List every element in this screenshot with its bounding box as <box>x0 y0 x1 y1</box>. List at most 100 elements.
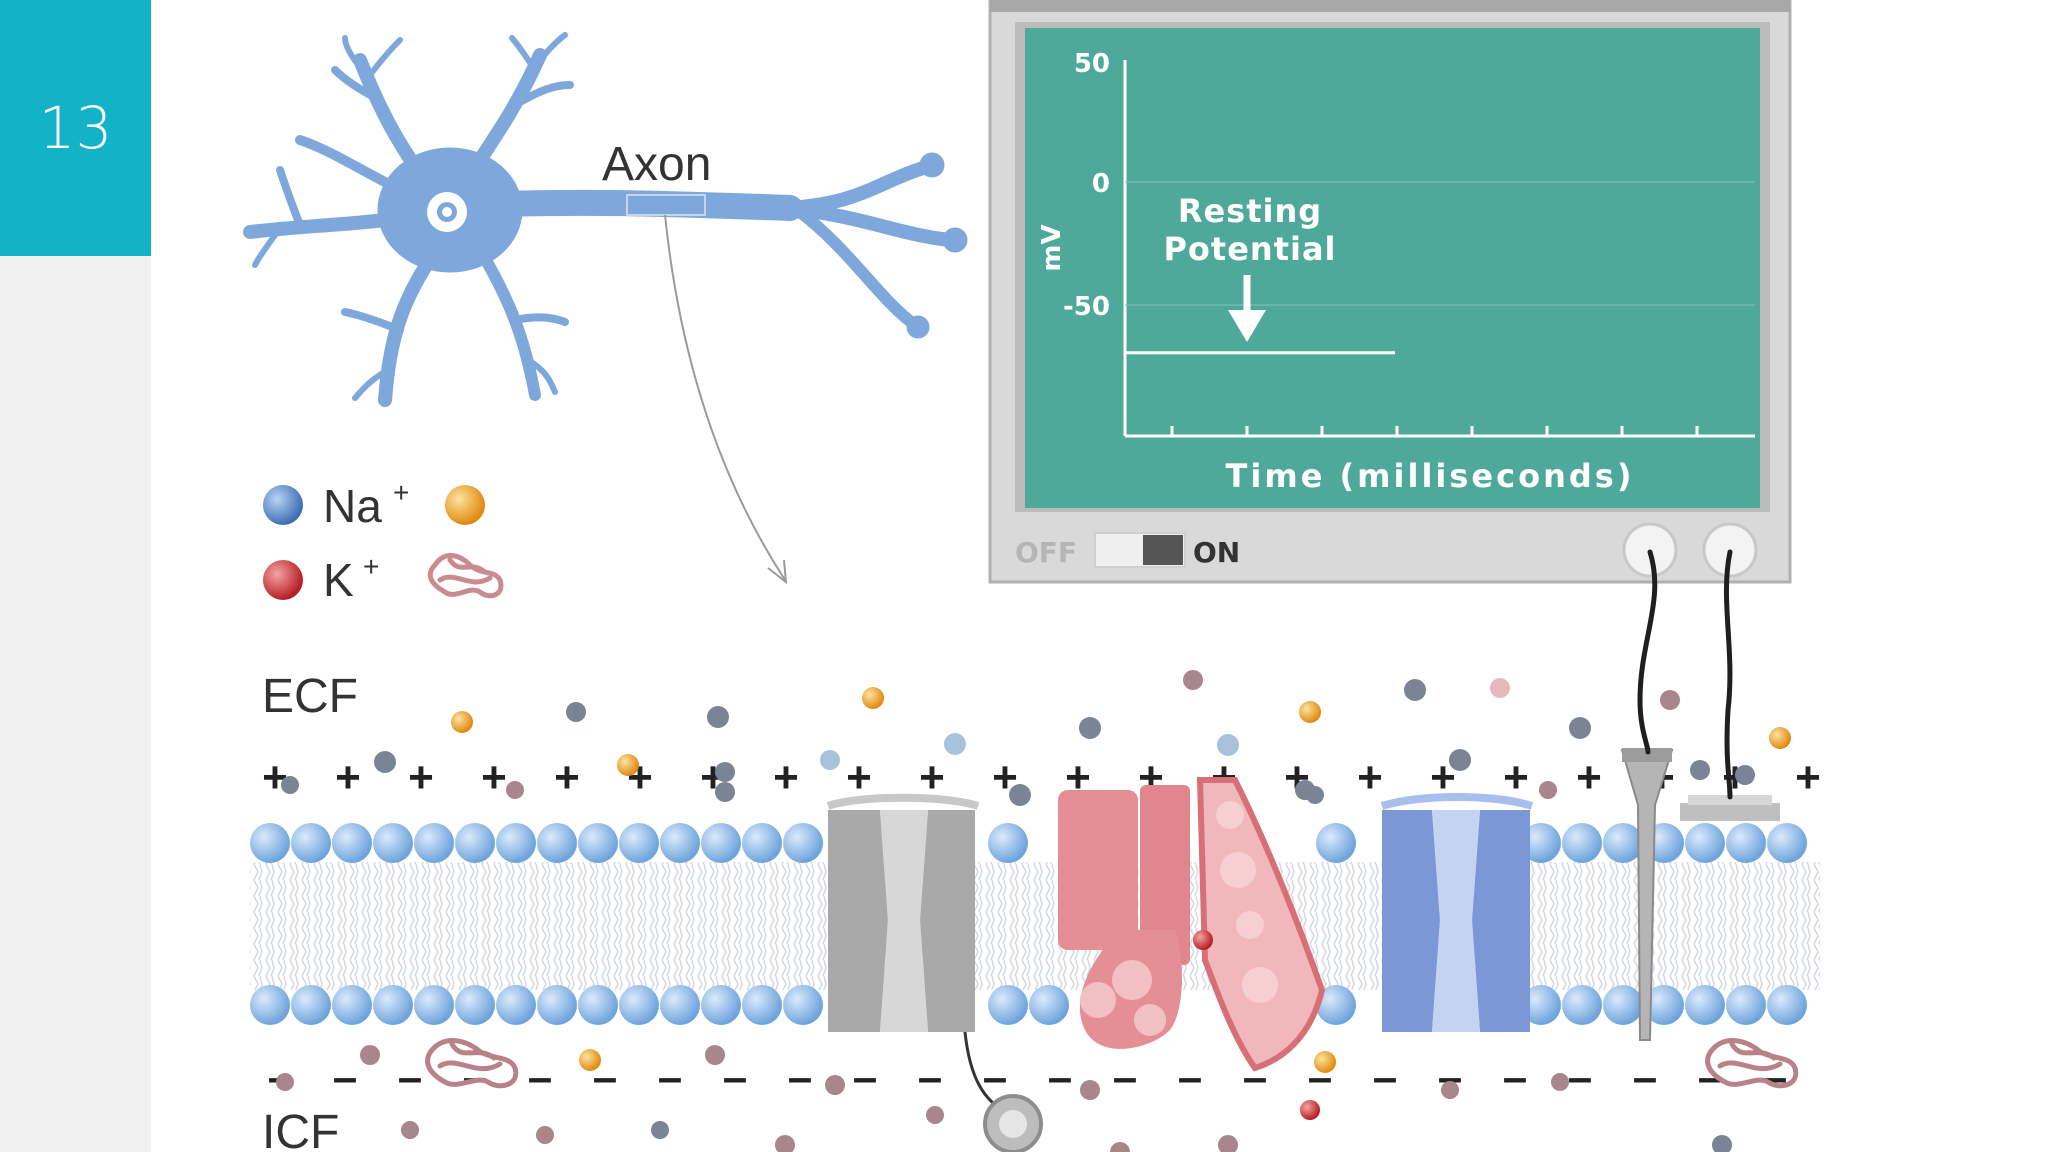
ion-particle <box>705 1045 725 1065</box>
positive-charge-sign: + <box>262 753 288 802</box>
phospholipid-head <box>578 823 618 863</box>
phospholipid-head <box>455 985 495 1025</box>
phospholipid-head <box>1644 985 1684 1025</box>
phospholipid-head <box>291 985 331 1025</box>
negative-charge-sign: – <box>1633 1053 1657 1102</box>
positive-charge-sign: + <box>481 753 507 802</box>
legend-na-label: Na <box>323 480 382 532</box>
annotation-potential: Potential <box>1163 230 1336 268</box>
phospholipid-head <box>660 985 700 1025</box>
ion-particle <box>707 706 729 728</box>
power-switch[interactable]: OFF ON <box>1015 532 1240 569</box>
slide-number-badge: 13 <box>0 0 151 256</box>
positive-charge-sign: + <box>554 753 580 802</box>
positive-charge-sign: + <box>846 753 872 802</box>
positive-charge-sign: + <box>408 753 434 802</box>
intracellular-protein-left <box>425 1038 519 1089</box>
negative-charge-sign: – <box>723 1053 747 1102</box>
ion-particle <box>579 1049 601 1071</box>
zoom-arrowhead <box>767 559 788 585</box>
phospholipid-head <box>1029 985 1069 1025</box>
ion-particle <box>1449 749 1471 771</box>
ion-particle <box>775 1135 795 1152</box>
neuron-illustration <box>243 32 968 407</box>
phospholipid-head <box>783 985 823 1025</box>
ion-particle <box>944 733 966 755</box>
ion-particle <box>374 751 396 773</box>
zoom-arrow <box>664 214 786 581</box>
phospholipid-head <box>578 985 618 1025</box>
phospholipid-head <box>660 823 700 863</box>
phospholipid-head <box>701 823 741 863</box>
positive-charge-sign: + <box>773 753 799 802</box>
negative-charge-sign: – <box>1178 1053 1202 1102</box>
y-tick-50: 50 <box>1074 49 1110 79</box>
legend-k-charge: + <box>363 551 379 582</box>
icf-label: ICF <box>262 1106 339 1152</box>
phospholipid-head <box>1603 823 1643 863</box>
negative-charge-sign: – <box>333 1053 357 1102</box>
monitor-plot: 50 0 -50 mV Time (milliseconds) Resting … <box>1037 49 1755 495</box>
switch-on-label: ON <box>1193 536 1240 569</box>
phospholipid-head <box>373 985 413 1025</box>
phospholipid-head <box>783 823 823 863</box>
ion-particle <box>1218 1135 1238 1152</box>
ion-particle <box>825 1075 845 1095</box>
ion-particle <box>1539 781 1557 799</box>
ion-particle <box>1404 679 1426 701</box>
negative-charge-sign: – <box>658 1053 682 1102</box>
phospholipid-head <box>988 823 1028 863</box>
legend-k-label: K <box>323 554 354 606</box>
negative-charge-sign: – <box>1568 1053 1592 1102</box>
annotation-down-arrow <box>1228 275 1266 342</box>
negative-charge-sign: – <box>918 1053 942 1102</box>
positive-charge-sign: + <box>1503 753 1529 802</box>
phospholipid-head <box>1521 823 1561 863</box>
switch-off-label: OFF <box>1015 536 1077 569</box>
legend-na-charge: + <box>393 477 409 508</box>
phospholipid-head <box>742 985 782 1025</box>
blue-ion-channel <box>1380 793 1534 1032</box>
ion-particle <box>1079 717 1101 739</box>
x-axis-label: Time (milliseconds) <box>1226 457 1635 495</box>
phospholipid-head <box>988 985 1028 1025</box>
ion-particle <box>1009 784 1031 806</box>
ion-particle <box>1490 678 1510 698</box>
ion-particle <box>1660 690 1680 710</box>
ion-particle <box>651 1121 669 1139</box>
switch-knob[interactable] <box>1143 535 1183 565</box>
x-axis-ticks <box>1170 426 1699 436</box>
phospholipid-head <box>373 823 413 863</box>
ion-particle <box>1183 670 1203 690</box>
negative-charge-sign: – <box>398 1053 422 1102</box>
ion-particle <box>1551 1073 1569 1091</box>
ion-particle <box>276 1073 294 1091</box>
phospholipid-head <box>742 823 782 863</box>
ion-particle <box>536 1126 554 1144</box>
phospholipid-head <box>1562 823 1602 863</box>
ion-particle <box>1306 786 1324 804</box>
phospholipid-head <box>1685 985 1725 1025</box>
phospholipid-head <box>1767 823 1807 863</box>
inner-phospholipid-heads <box>250 985 1807 1025</box>
negative-charge-sign: – <box>1373 1053 1397 1102</box>
phospholipid-head <box>455 823 495 863</box>
ion-particle <box>1217 734 1239 756</box>
monitor-screen <box>1025 28 1760 508</box>
phospholipid-head <box>537 823 577 863</box>
phospholipid-head <box>1726 985 1766 1025</box>
phospholipid-head <box>496 985 536 1025</box>
recording-electrode <box>1620 748 1674 1041</box>
phospholipid-head <box>1603 985 1643 1025</box>
negative-charge-sign: – <box>788 1053 812 1102</box>
negative-charge-sign: – <box>463 1053 487 1102</box>
phospholipid-head <box>332 823 372 863</box>
ion-particle <box>360 1045 380 1065</box>
ion-particle <box>401 1121 419 1139</box>
y-tick-0: 0 <box>1092 169 1110 199</box>
legend-k-ion <box>263 560 303 600</box>
ion-particle <box>1441 1081 1459 1099</box>
legend-protein-icon <box>427 553 504 599</box>
ion-particle <box>451 711 473 733</box>
legend-na-ion <box>263 485 303 525</box>
